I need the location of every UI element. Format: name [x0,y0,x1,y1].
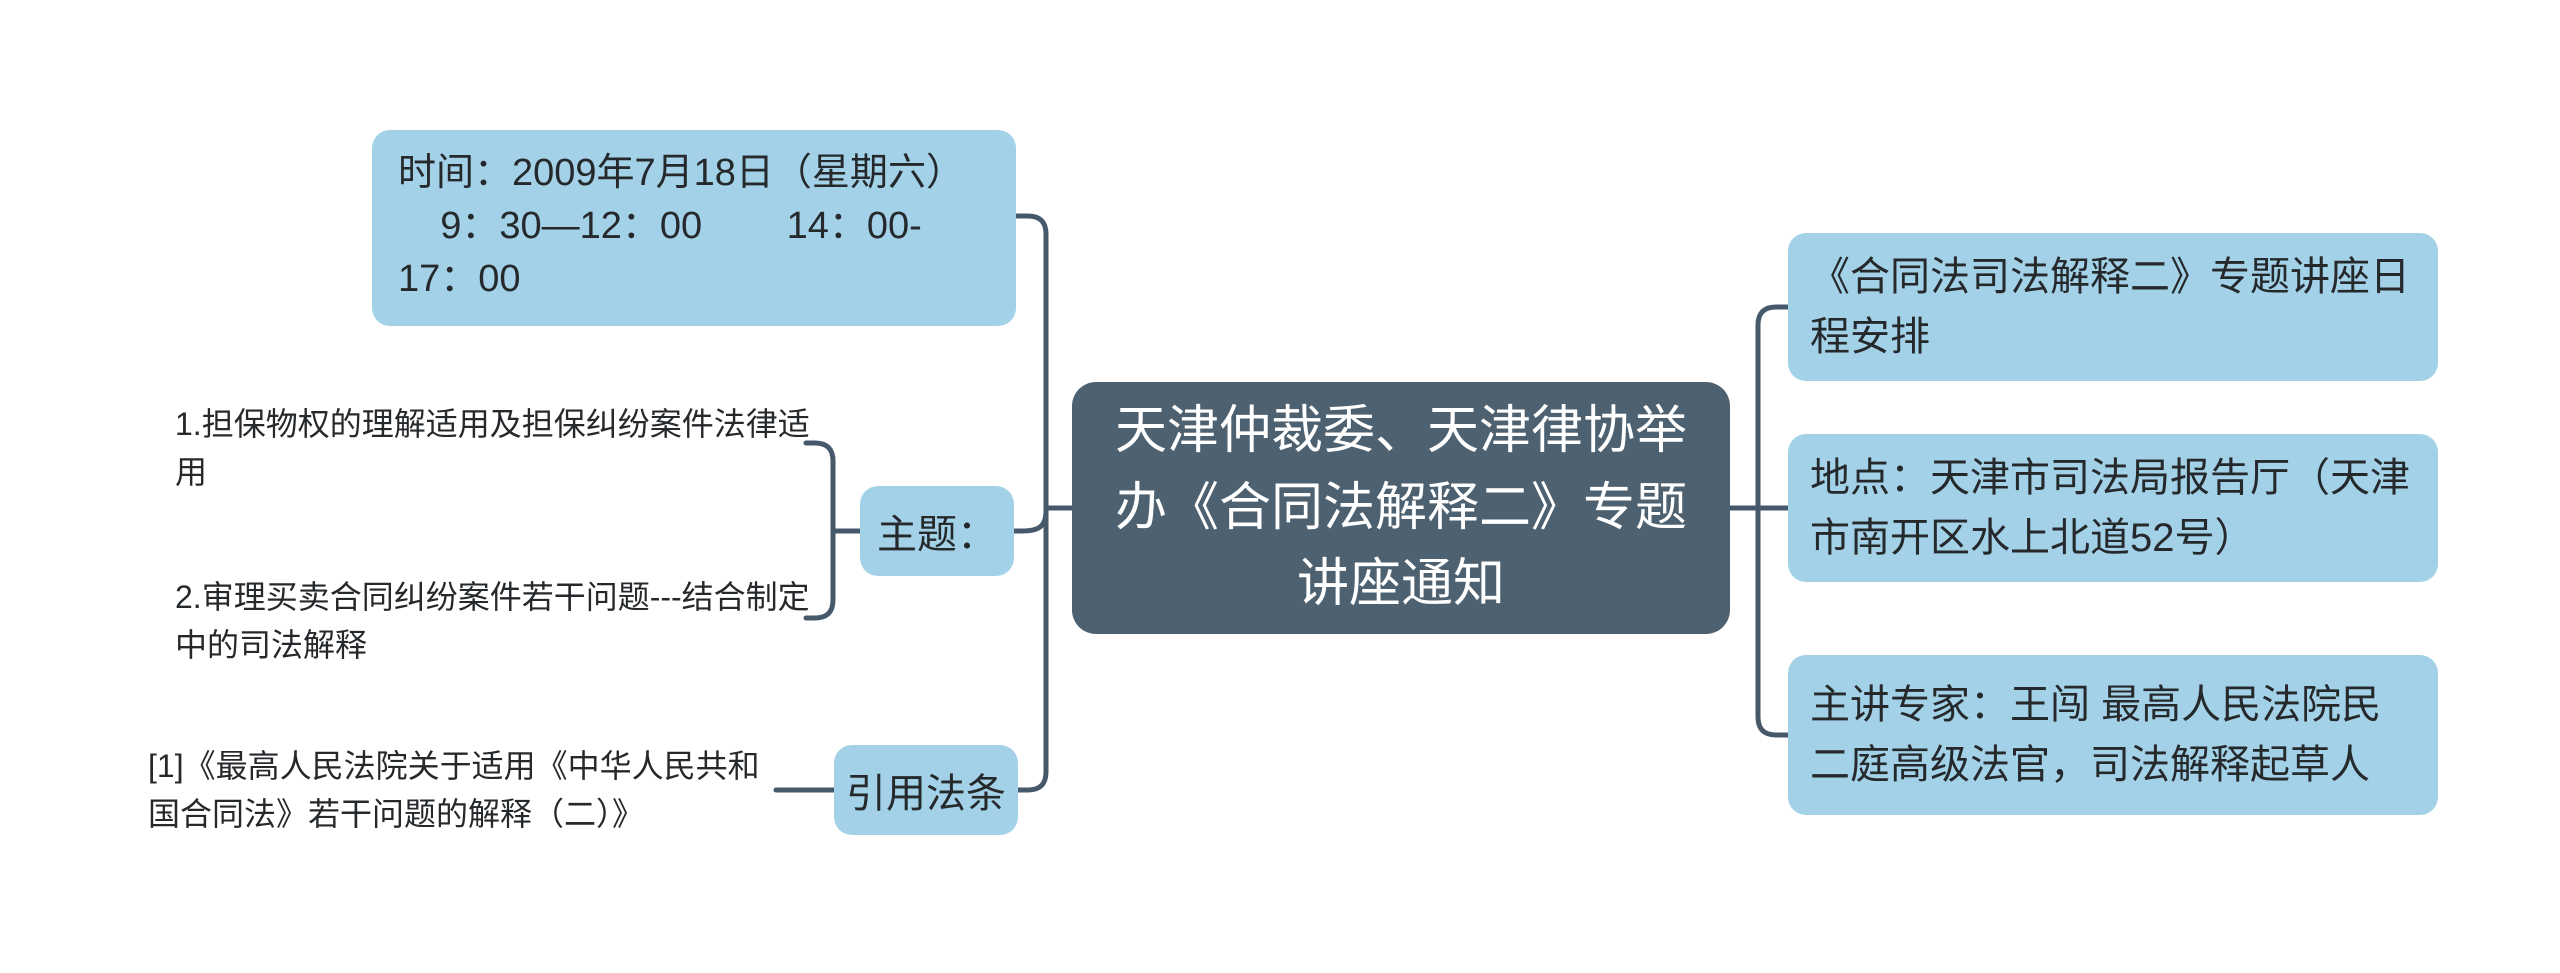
time-line-1: 时间：2009年7月18日（星期六） [398,152,964,194]
time-line-3: 17：00 [398,258,521,301]
connector-right-trunk [1755,304,1791,738]
connector-left-trunk [1013,213,1049,793]
right-node-schedule[interactable]: 《合同法司法解释二》专题讲座日程安排 [1788,233,2438,381]
connector-topic-label [1011,508,1049,534]
right-node-schedule-text: 《合同法司法解释二》专题讲座日程安排 [1810,255,2410,359]
central-topic-node[interactable]: 天津仲裁委、天津律协举办《合同法解释二》专题讲座通知 [1072,382,1730,634]
topic-item-2[interactable]: 2.审理买卖合同纠纷案件若干问题---结合制定中的司法解释 [175,579,810,663]
citation-item-1[interactable]: [1]《最高人民法院关于适用《中华人民共和国合同法》若干问题的解释（二）》 [148,748,760,832]
topic-item-1[interactable]: 1.担保物权的理解适用及担保纠纷案件法律适用 [175,406,810,490]
right-node-speaker-text: 主讲专家：王闯 最高人民法院民二庭高级法官，司法解释起草人 [1810,683,2382,787]
central-topic-title: 天津仲裁委、天津律协举办《合同法解释二》专题讲座通知 [1114,401,1687,614]
right-node-speaker[interactable]: 主讲专家：王闯 最高人民法院民二庭高级法官，司法解释起草人 [1788,655,2438,815]
citation-label-node[interactable]: 引用法条 [834,745,1018,835]
citation-label-text: 引用法条 [846,772,1006,816]
topic-label-text: 主题： [877,513,997,557]
topic-label-node[interactable]: 主题： [860,486,1014,576]
right-node-location-text: 地点：天津市司法局报告厅（天津市南开区水上北道52号） [1810,456,2410,560]
right-node-location[interactable]: 地点：天津市司法局报告厅（天津市南开区水上北道52号） [1788,434,2438,582]
time-line-2: 9：30—12：00 14：00- [398,205,922,248]
time-node[interactable]: 时间：2009年7月18日（星期六） 9：30—12：00 14：00- 17：… [372,130,1016,326]
